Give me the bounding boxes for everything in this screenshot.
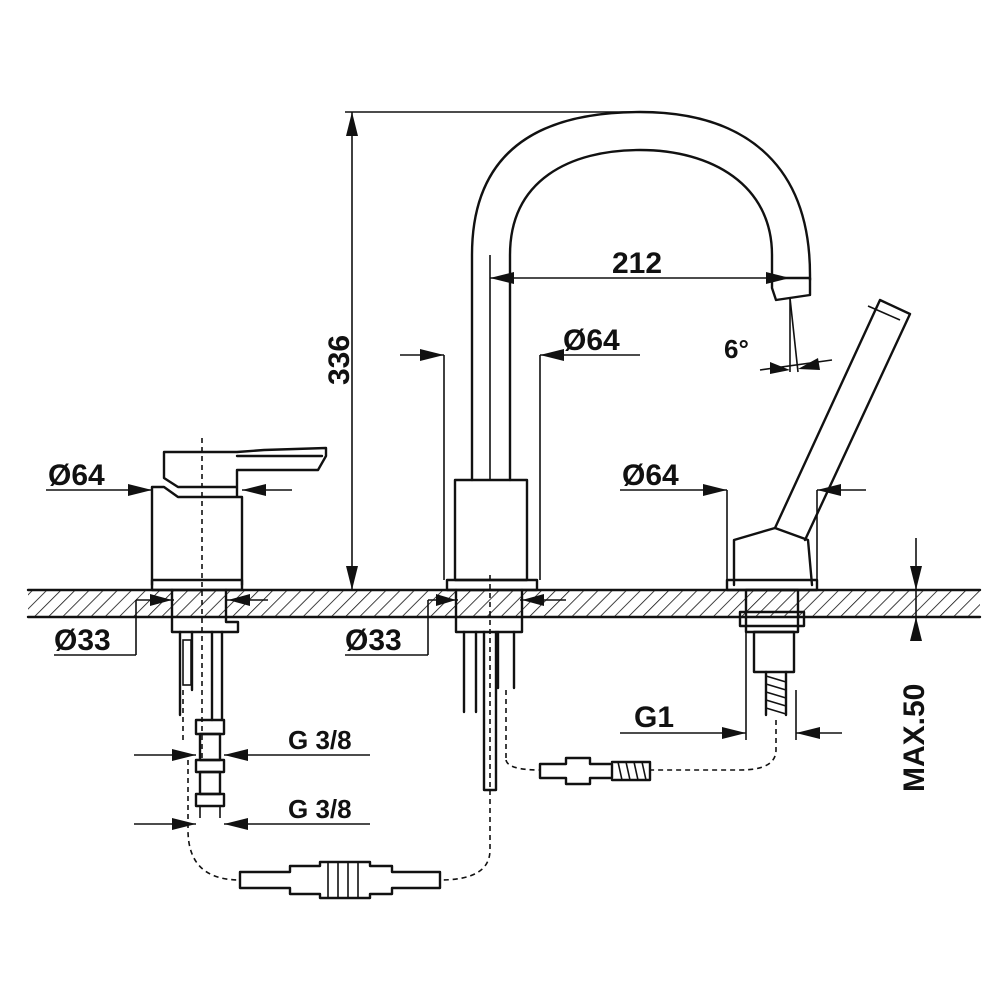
max-thickness-label: MAX.50 — [898, 684, 931, 792]
dimension-angle: 6° — [724, 297, 833, 374]
g38-lower-label: G 3/8 — [288, 794, 352, 824]
dimension-spout-diameter: Ø64 — [400, 324, 640, 580]
connection-hose — [238, 860, 442, 900]
dimension-lever-diameter: Ø64 — [46, 459, 292, 496]
dimension-g1: G1 — [620, 632, 842, 740]
g38-upper-label: G 3/8 — [288, 725, 352, 755]
dimension-spout-hole: Ø33 — [345, 594, 566, 657]
spout-diameter-label: Ø64 — [563, 324, 620, 357]
lever-mixer — [150, 438, 328, 881]
dimension-max-thickness: MAX.50 — [898, 538, 931, 792]
g1-label: G1 — [634, 701, 674, 734]
hand-shower — [538, 298, 912, 786]
angle-label: 6° — [724, 334, 749, 364]
spout-hole-label: Ø33 — [345, 624, 402, 657]
lever-diameter-label: Ø64 — [48, 459, 105, 492]
height-label: 336 — [323, 335, 356, 385]
lever-hole-label: Ø33 — [54, 624, 111, 657]
dimension-g38-upper: G 3/8 — [134, 725, 370, 761]
spout — [439, 110, 812, 881]
dimension-holder-diameter: Ø64 — [620, 459, 866, 580]
dimension-lever-hole: Ø33 — [54, 594, 268, 657]
dimension-g38-lower: G 3/8 — [134, 794, 370, 830]
dimension-reach: 212 — [490, 247, 790, 284]
dimension-height: 336 — [323, 111, 640, 590]
reach-label: 212 — [612, 247, 662, 280]
holder-diameter-label: Ø64 — [622, 459, 679, 492]
